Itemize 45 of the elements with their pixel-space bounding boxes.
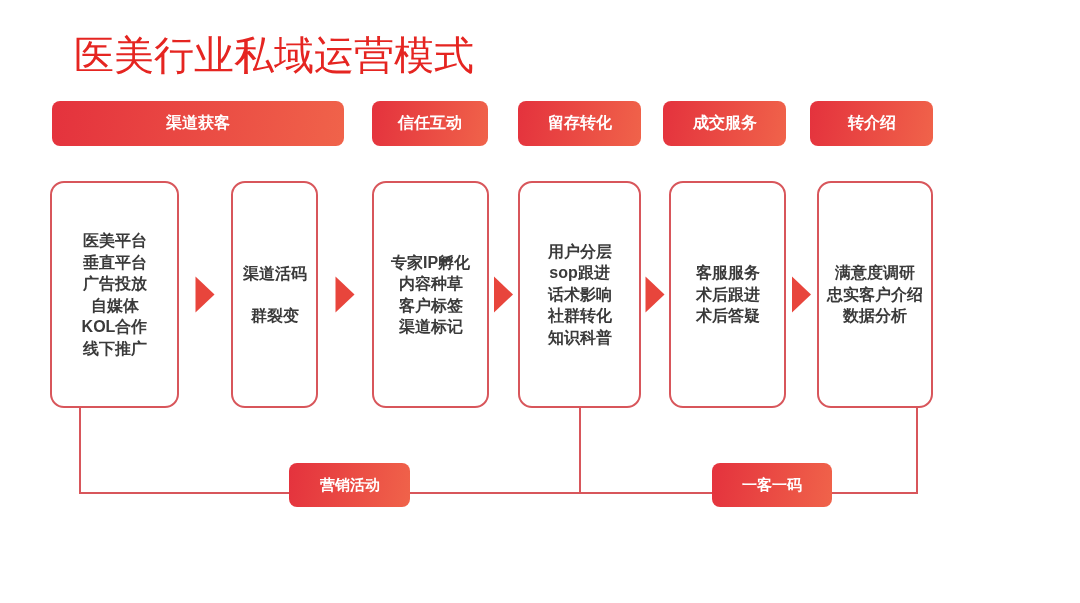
arrow xyxy=(335,276,355,313)
arrow xyxy=(792,276,811,313)
item-text: 用户分层 xyxy=(547,241,612,262)
stage-banner: 渠道获客 xyxy=(52,101,344,146)
item-text: 群裂变 xyxy=(250,305,299,326)
page-title: 医美行业私域运营模式 xyxy=(74,33,474,77)
stage-banner: 转介绍 xyxy=(810,101,933,146)
connector-line xyxy=(79,407,290,494)
label-tag: 一客一码 xyxy=(712,463,832,507)
item-text: 知识科普 xyxy=(547,327,612,348)
arrow xyxy=(195,276,215,313)
arrow xyxy=(645,276,665,313)
item-text: 社群转化 xyxy=(547,306,612,327)
step-card xyxy=(518,181,641,408)
item-text: 广告投放 xyxy=(82,274,147,294)
item-text: 医美平台 xyxy=(82,231,147,251)
step-card xyxy=(669,181,786,408)
item-text: 满意度调研 xyxy=(835,263,915,284)
step-card xyxy=(817,181,933,408)
item-text: 术后答疑 xyxy=(695,306,760,327)
step-card xyxy=(372,181,489,408)
step-card xyxy=(50,181,179,408)
label-tag: 营销活动 xyxy=(289,463,410,507)
item-text: 专家IP孵化 xyxy=(390,252,471,273)
item-text: 客服服务 xyxy=(695,263,760,284)
item-text: sop跟进 xyxy=(549,263,610,284)
item-text: 垂直平台 xyxy=(82,252,147,273)
item-text: 忠实客户介绍 xyxy=(827,284,923,305)
stage-banner: 成交服务 xyxy=(663,101,786,146)
item-text: 术后跟进 xyxy=(695,284,760,305)
item-text: KOL合作 xyxy=(81,317,148,337)
item-text: 数据分析 xyxy=(843,306,907,327)
stage-banner: 留存转化 xyxy=(518,101,641,146)
connector-line xyxy=(579,407,713,494)
item-text: 客户标签 xyxy=(398,295,463,316)
connector-line xyxy=(831,407,918,494)
item-text: 话术影响 xyxy=(547,284,612,305)
step-card xyxy=(231,181,318,408)
item-text: 渠道标记 xyxy=(398,317,463,337)
item-text: 线下推广 xyxy=(82,338,147,359)
item-text: 自媒体 xyxy=(90,295,139,316)
item-text: 内容种草 xyxy=(398,274,463,294)
stage-banner: 信任互动 xyxy=(372,101,488,146)
arrow xyxy=(494,276,513,313)
item-text: 渠道活码 xyxy=(242,264,307,284)
